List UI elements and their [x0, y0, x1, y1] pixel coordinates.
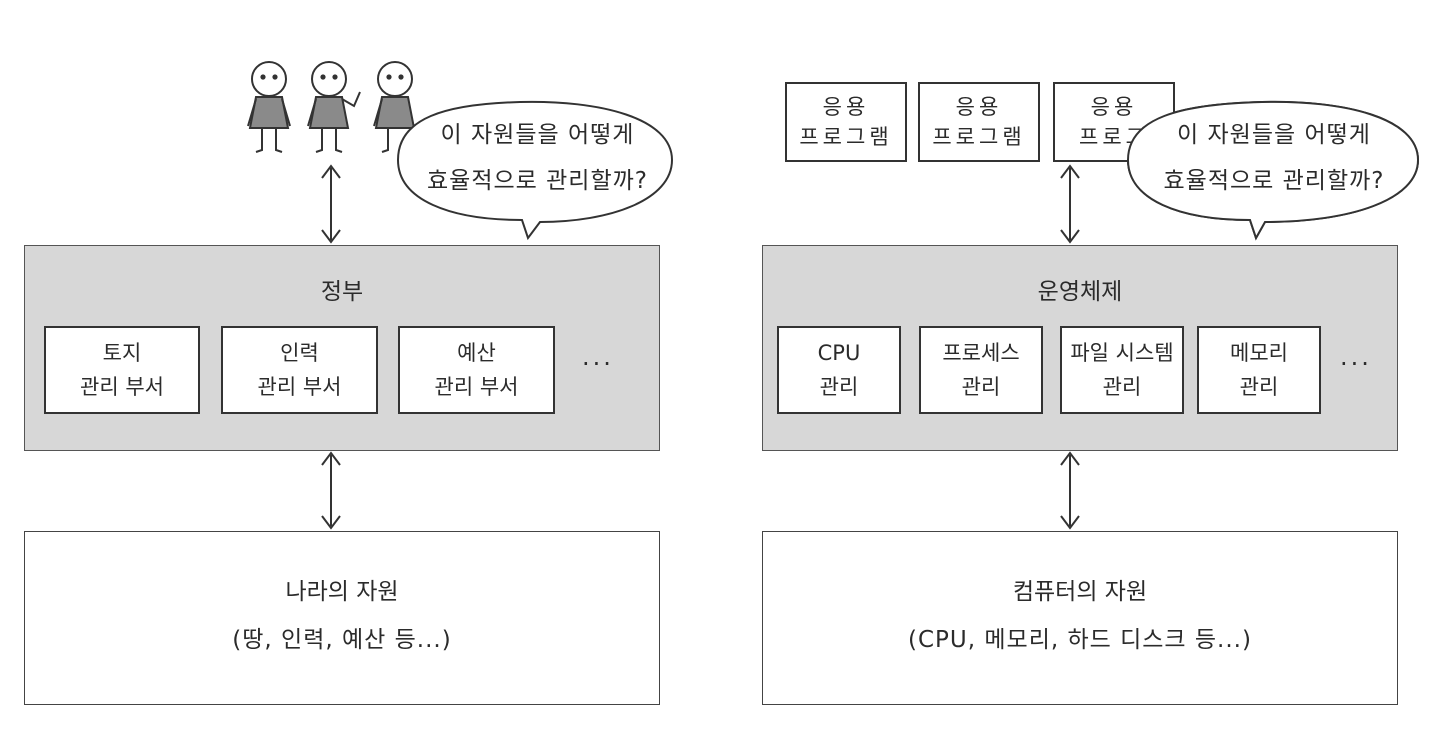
- resource-detail: (CPU, 메모리, 하드 디스크 등...): [908, 627, 1252, 653]
- department-line2: 관리 부서: [257, 375, 342, 399]
- module-cpu: CPU 관리: [777, 326, 901, 414]
- app-line2: 프로그램: [799, 125, 893, 149]
- module-line1: CPU: [817, 341, 861, 365]
- more-ellipsis: ···: [1340, 350, 1372, 378]
- department-budget: 예산 관리 부서: [398, 326, 555, 414]
- resource-title: 나라의 자원: [285, 579, 399, 605]
- computer-resources-box: [762, 531, 1398, 705]
- bubble-line-1: 이 자원들을 어떻게: [1177, 122, 1371, 148]
- module-line1: 프로세스: [942, 341, 1020, 365]
- department-line2: 관리 부서: [434, 375, 519, 399]
- application-box-1: 응용 프로그램: [785, 82, 907, 162]
- resource-detail: (땅, 인력, 예산 등...): [232, 627, 452, 653]
- module-line2: 관리: [1239, 375, 1279, 399]
- department-labor: 인력 관리 부서: [221, 326, 378, 414]
- app-line1: 응용: [955, 95, 1003, 119]
- department-line1: 인력: [280, 341, 319, 365]
- arrow-people-government: [321, 164, 341, 244]
- bubble-text-right: 이 자원들을 어떻게 효율적으로 관리할까?: [1138, 112, 1410, 204]
- app-line1: 응용: [822, 95, 870, 119]
- module-memory: 메모리 관리: [1197, 326, 1321, 414]
- arrow-os-resources: [1060, 451, 1080, 530]
- person-figure-1: [247, 61, 291, 153]
- module-line1: 파일 시스템: [1070, 341, 1174, 365]
- bubble-line-2: 효율적으로 관리할까?: [1163, 168, 1385, 194]
- bubble-text-left: 이 자원들을 어떻게 효율적으로 관리할까?: [410, 112, 665, 204]
- panel-title-os: 운영체제: [1037, 279, 1123, 305]
- nation-resources-box: [24, 531, 660, 705]
- person-figure-3: [373, 61, 416, 153]
- department-line1: 예산: [457, 341, 496, 365]
- department-line2: 관리 부서: [80, 375, 164, 399]
- module-process: 프로세스 관리: [919, 326, 1043, 414]
- bubble-line-1: 이 자원들을 어떻게: [440, 122, 635, 148]
- module-line1: 메모리: [1230, 341, 1288, 365]
- application-box-2: 응용 프로그램: [918, 82, 1040, 162]
- department-line1: 토지: [102, 341, 142, 365]
- module-line2: 관리: [1102, 375, 1142, 399]
- person-figure-2: [307, 61, 361, 153]
- panel-title-government: 정부: [320, 279, 364, 305]
- speech-bubble-left: [396, 100, 674, 241]
- arrow-apps-os: [1060, 164, 1080, 244]
- department-land: 토지 관리 부서: [44, 326, 200, 414]
- app-line1: 응용: [1090, 95, 1138, 119]
- more-ellipsis: ···: [582, 350, 614, 378]
- arrow-government-resources: [321, 451, 341, 530]
- module-line2: 관리: [961, 375, 1001, 399]
- module-file-system: 파일 시스템 관리: [1060, 326, 1184, 414]
- module-line2: 관리: [819, 375, 859, 399]
- app-line2: 프로그램: [932, 125, 1026, 149]
- bubble-line-2: 효율적으로 관리할까?: [427, 168, 648, 194]
- resource-title: 컴퓨터의 자원: [1012, 579, 1148, 605]
